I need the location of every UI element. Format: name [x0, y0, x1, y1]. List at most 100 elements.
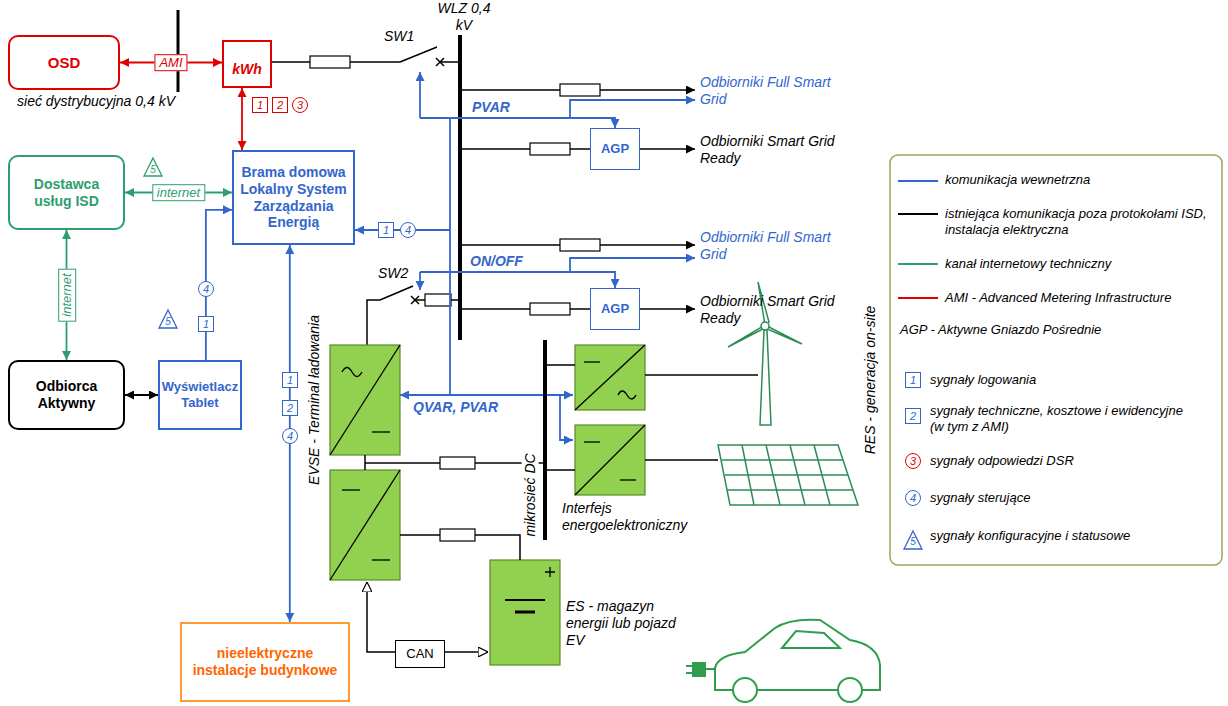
control-lines-part: [419, 272, 421, 290]
converter-symbols-part: [575, 425, 645, 495]
legend-icon-number: 2: [905, 408, 921, 424]
legend-icon-number: 3: [905, 453, 921, 469]
legend-text: sygnały sterujące: [930, 490, 1198, 506]
customer-box: Odbiorca Aktywny: [8, 360, 125, 430]
control-lines: [355, 72, 695, 440]
legend-icon-number: 5: [905, 536, 921, 552]
callout-number: 2: [282, 400, 298, 416]
node-text: OSD: [48, 54, 81, 72]
legend-text: sygnały konfiguracyjne i statusowe: [930, 528, 1198, 544]
callout-number: 4: [282, 428, 298, 444]
load-label: Odbiorniki Smart Grid Ready: [700, 293, 840, 327]
converter-symbols-part: [372, 559, 390, 560]
converter-symbols-part: [330, 345, 400, 455]
electric-vehicle-part: [782, 631, 840, 648]
legend-frame-part: [898, 263, 938, 265]
signal-name: PVAR: [472, 99, 510, 116]
pv-panel: [718, 445, 858, 505]
load-circuits: [367, 84, 695, 345]
dc-microgrid-part: [543, 340, 547, 540]
control-lines-part: [419, 72, 421, 118]
distribution-network-part: [440, 61, 460, 63]
converter-symbols-part: [505, 599, 545, 601]
load-label: Odbiorniki Full Smart Grid: [700, 229, 860, 263]
node-text: AGP: [601, 301, 629, 317]
dc-microgrid-part: [440, 529, 475, 541]
pv-panel-part: [718, 445, 858, 505]
dc-microgrid-part: [645, 459, 718, 461]
dc-microgrid-part: [440, 457, 475, 469]
control-lines-part: [570, 258, 695, 272]
legend-text: istniejąca komunikacja poza protokołami …: [945, 206, 1213, 237]
power-converters-part: [575, 345, 645, 410]
distribution-network: [178, 10, 460, 340]
display-box: Wyświetlacz Tablet: [158, 360, 242, 430]
power-converters-part: [330, 470, 400, 580]
node-text: Brama domowa Lokalny System Zarządzania …: [238, 164, 349, 231]
callout-number: 1: [252, 97, 268, 113]
node-text: Dostawca usług ISD: [14, 176, 119, 210]
distribution-network-part: [177, 10, 180, 92]
provider-box: Dostawca usług ISD: [8, 155, 125, 230]
can-box: CAN: [395, 640, 445, 668]
load-label: Odbiorniki Full Smart Grid: [700, 74, 860, 108]
distribution-network-part: [310, 56, 350, 68]
callout-number: 1: [282, 372, 298, 388]
legend-frame-part: [898, 213, 938, 215]
node-text: nieelektryczne instalacje budynkowe: [186, 645, 344, 679]
converter-symbols-part: [575, 345, 645, 410]
dc-microgrid-part: [367, 582, 395, 652]
pv-panel-part: [722, 460, 853, 490]
converter-symbols-part: [342, 368, 362, 377]
callout-number: 5: [160, 316, 176, 332]
edge-label: AMI: [154, 54, 187, 72]
electric-vehicle-part: [693, 663, 705, 676]
control-lines-part: [449, 118, 451, 395]
load-label: Odbiorniki Smart Grid Ready: [700, 133, 840, 167]
operator-box: OSD: [8, 35, 120, 90]
dc-microgrid-part: [545, 469, 575, 471]
signal-name: QVAR, PVAR: [413, 399, 498, 416]
distribution-network-part: [400, 47, 437, 62]
callout-number: 1: [378, 222, 394, 238]
load-circuits-part: [380, 286, 413, 300]
connector: [125, 394, 158, 396]
edge-label: internet: [152, 184, 205, 202]
control-lines-part: [420, 118, 615, 128]
socket-box: AGP: [590, 128, 640, 170]
callout-number: 4: [400, 222, 416, 238]
pv-panel-part: [742, 445, 830, 505]
switch-label: SW1: [384, 28, 414, 45]
legend-text: AMI - Advanced Metering Infrastructure: [945, 290, 1213, 306]
callout-number: 1: [198, 316, 214, 332]
legend-frame-part: [898, 297, 938, 299]
callout-number: 2: [272, 97, 288, 113]
legend-text: komunikacja wewnetrzna: [945, 172, 1213, 188]
legend-icon-number: 1: [905, 372, 921, 388]
converter-symbols-part: [584, 441, 600, 442]
callout-number: 5: [145, 164, 161, 180]
converter-symbols-part: [620, 479, 636, 480]
wind-turbine-part: [760, 330, 771, 425]
load-circuits-part: [425, 294, 451, 306]
converter-symbols-part: [584, 361, 600, 362]
res-label: RES - generacja on-site: [862, 306, 879, 455]
energy-meter: kWh: [222, 40, 272, 88]
load-circuits-part: [530, 303, 570, 315]
electric-vehicle-part: [686, 666, 715, 673]
load-circuits-part: [367, 300, 380, 345]
power-converters-part: [490, 560, 560, 665]
legend-frame-part: [898, 180, 938, 182]
power-converters-part: [575, 425, 645, 495]
legend-text: sygnały techniczne, kosztowe i ewidencyj…: [930, 403, 1198, 434]
node-text: kWh: [232, 61, 262, 78]
edge-label: internet: [58, 268, 76, 321]
callout-number: 4: [198, 281, 214, 297]
control-lines-part: [570, 100, 695, 118]
converter-symbols-part: [330, 470, 400, 580]
dc-microgrid-part: [445, 651, 488, 653]
signal-name: ON/OFF: [470, 253, 523, 270]
dc-microgrid-part: [545, 364, 575, 366]
converter-symbols-part: [342, 489, 360, 490]
